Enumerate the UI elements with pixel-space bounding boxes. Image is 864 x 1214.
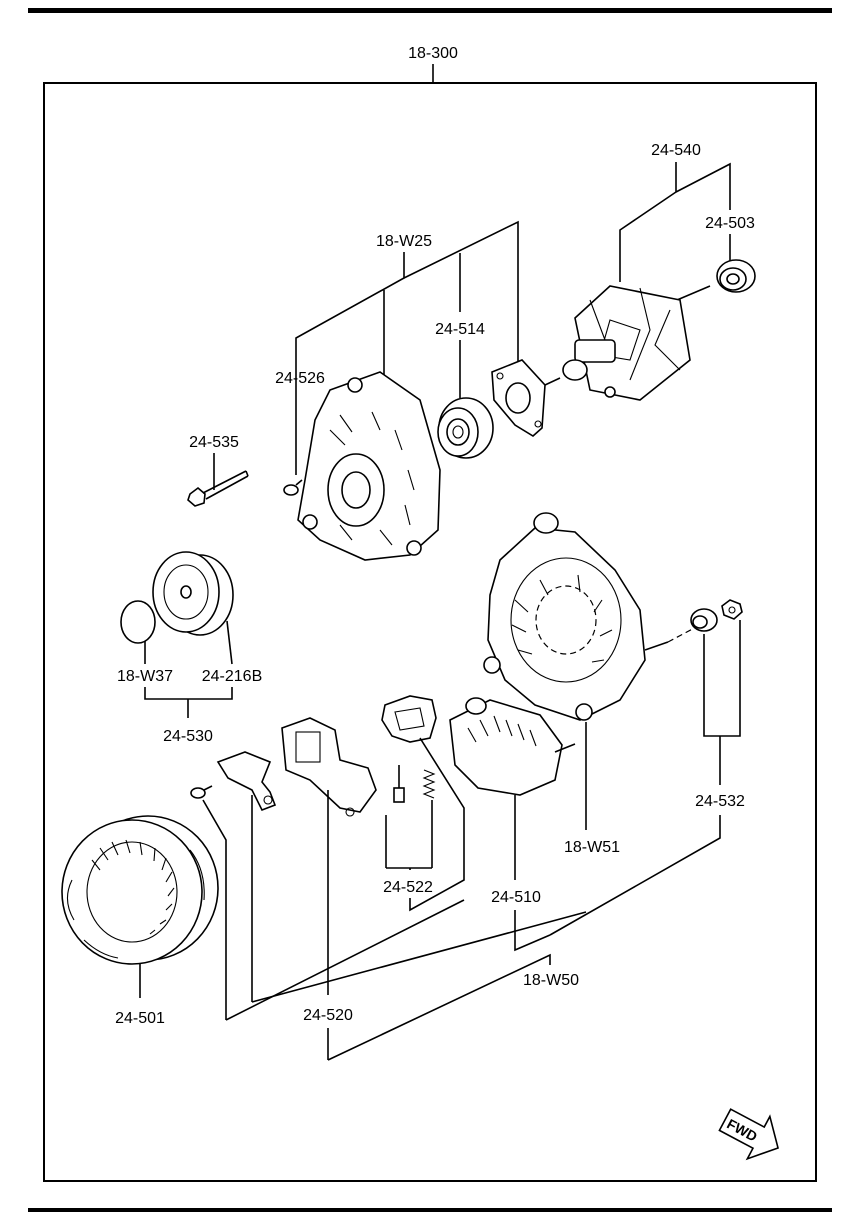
regulator-screw-part (190, 785, 213, 799)
leader-regulator-kit-b (251, 911, 587, 1003)
leader-pulley-kit (144, 687, 233, 700)
leader-pulley (226, 620, 233, 665)
leader-rotor (619, 162, 677, 282)
leader-regulator-screw (202, 799, 227, 1020)
label-front-bearing: 24-514 (435, 321, 485, 338)
label-pulley-kit: 24-530 (163, 728, 213, 745)
label-pulley: 24-216B (202, 668, 263, 685)
label-rear-bracket-kit: 18-W51 (564, 839, 620, 856)
leader-rotor-branch (675, 162, 731, 210)
label-rear-bearing: 24-503 (705, 215, 755, 232)
label-stator: 24-501 (115, 1010, 165, 1027)
leader-front-bracket-kit (295, 252, 405, 475)
rear-bracket-part (483, 512, 701, 721)
label-assembly: 18-300 (408, 45, 458, 62)
leader-terminal-insulator-kit (703, 620, 741, 737)
fwd-arrow-icon: FWD (718, 1108, 779, 1161)
bracket-screw-part (283, 479, 303, 496)
front-bracket-part (297, 371, 441, 561)
pulley-cover-part (120, 600, 156, 644)
rear-bearing-part (716, 259, 756, 293)
label-through-bolt: 24-535 (189, 434, 239, 451)
leader-front-bracket-kit-a (403, 220, 519, 368)
front-bearing-part (437, 397, 494, 459)
rectifier-part (449, 697, 576, 796)
label-rear-parts-kit: 18-W50 (523, 972, 579, 989)
stator-part (61, 815, 219, 965)
bearing-retainer-plate (491, 359, 546, 437)
label-bracket-screw: 24-526 (275, 370, 325, 387)
leader-rear-parts-kit-b (549, 815, 721, 936)
leader-rectifier-b (514, 910, 551, 952)
leader-rear-parts-kit (327, 953, 551, 1061)
leader-brush-holder (409, 737, 465, 912)
brush-part (393, 765, 405, 803)
regulator-part (281, 717, 377, 817)
through-bolt-part (187, 470, 249, 507)
label-rectifier: 24-510 (491, 889, 541, 906)
label-front-bracket-kit: 18-W25 (376, 233, 432, 250)
label-regulator: 24-520 (303, 1007, 353, 1024)
leader-regulator-kit (225, 899, 465, 1021)
top-rule (28, 8, 832, 13)
brush-spring-part (422, 769, 436, 799)
label-brush: 24-522 (383, 879, 433, 896)
brush-holder-part (381, 695, 437, 743)
label-terminal-insulator-kit: 24-532 (695, 793, 745, 810)
label-pulley-cover: 18-W37 (117, 668, 173, 685)
rotor-part (544, 285, 711, 401)
terminal-insulator-part (690, 608, 718, 632)
regulator-bracket-part (216, 751, 277, 812)
bottom-rule (28, 1208, 832, 1212)
label-rotor: 24-540 (651, 142, 701, 159)
pulley-part (152, 551, 234, 636)
terminal-nut-part (721, 599, 743, 620)
diagram-frame (43, 82, 817, 1182)
